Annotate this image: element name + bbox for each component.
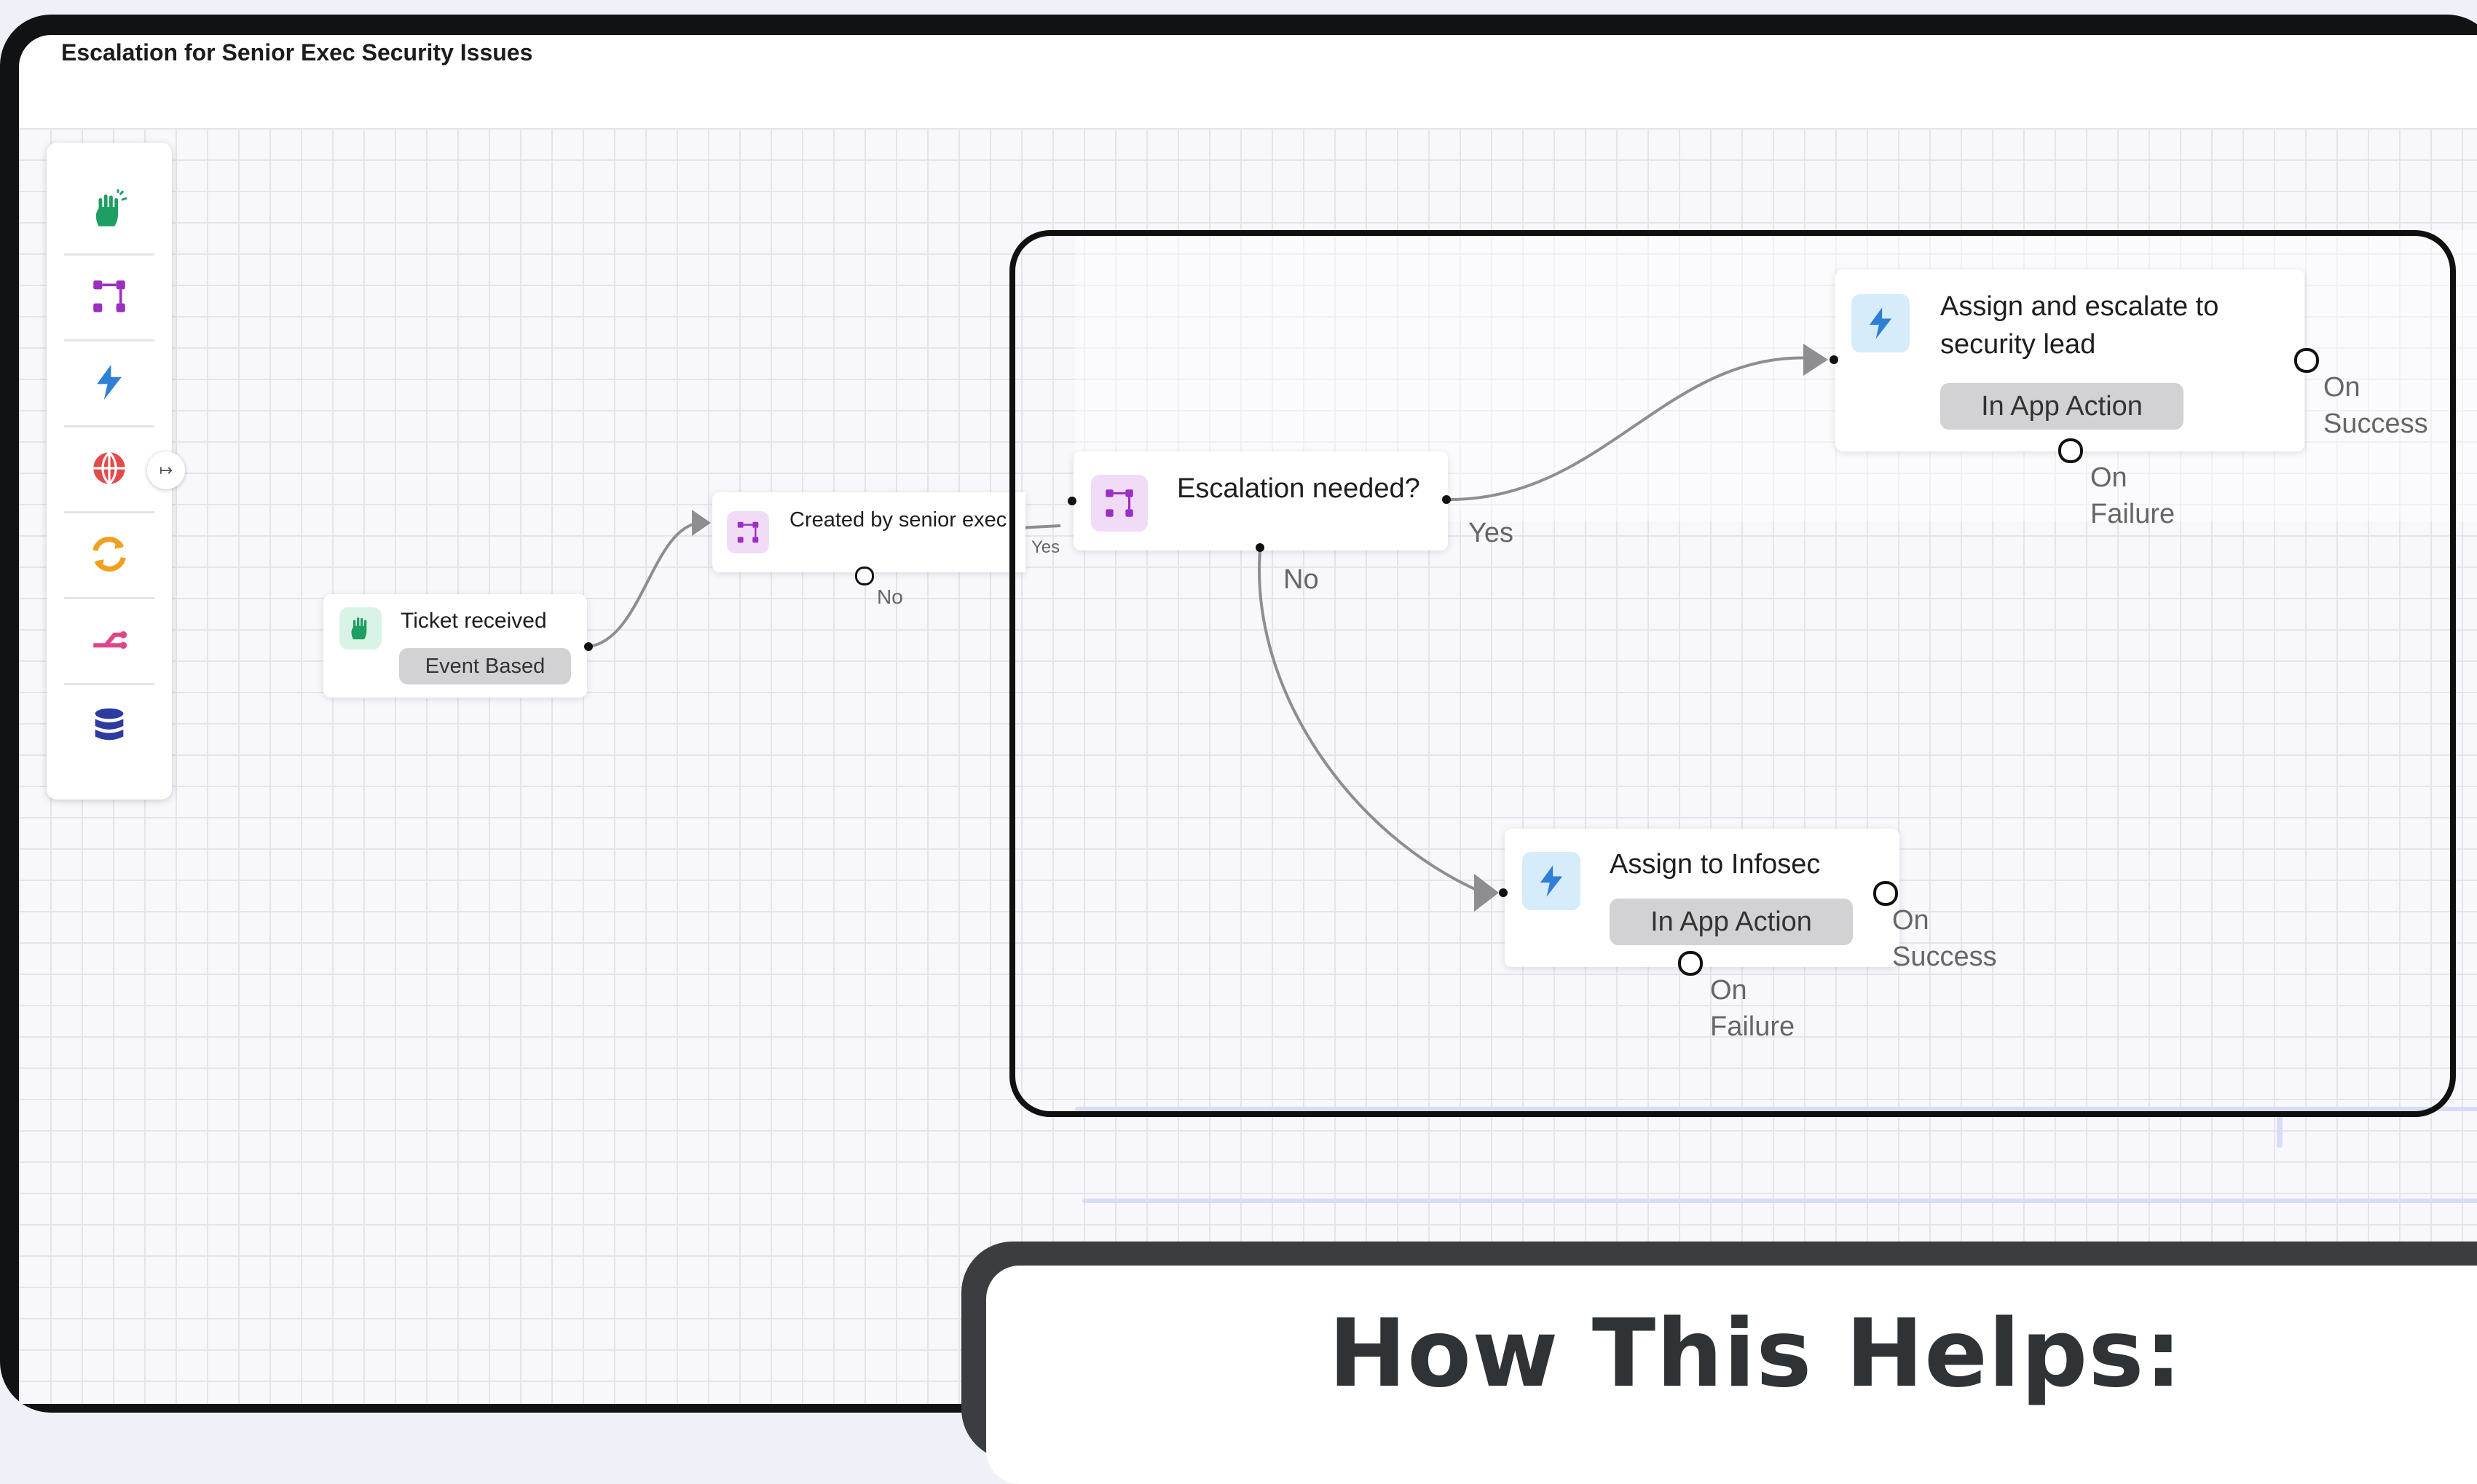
node-type-badge: In App Action bbox=[1940, 383, 2183, 430]
sync-icon bbox=[92, 537, 126, 572]
palette-action[interactable] bbox=[47, 339, 172, 425]
node-title: Created by senior exec bbox=[789, 508, 1007, 532]
palette-condition[interactable] bbox=[47, 253, 172, 339]
success-port[interactable] bbox=[1873, 881, 1898, 906]
database-icon bbox=[95, 708, 124, 741]
palette-database[interactable] bbox=[47, 683, 172, 769]
no-port[interactable] bbox=[855, 567, 874, 585]
arrowhead bbox=[1803, 344, 1828, 376]
edge-escalation-no bbox=[1258, 550, 1484, 894]
palette-trigger[interactable] bbox=[47, 167, 172, 253]
trigger-node-icon-box bbox=[339, 607, 382, 650]
condition-node-senior-exec[interactable]: Created by senior exec bbox=[712, 492, 1025, 572]
input-port[interactable] bbox=[1068, 497, 1076, 505]
on-success-label-2: Success bbox=[1892, 942, 1997, 972]
panel-edge bbox=[1082, 1199, 2477, 1203]
input-port[interactable] bbox=[1499, 888, 1508, 897]
condition-node-icon-box bbox=[1091, 475, 1148, 532]
action-node-infosec[interactable]: Assign to Infosec In App Action bbox=[1505, 829, 1899, 967]
app-screen: Escalation for Senior Exec Security Issu… bbox=[19, 35, 2477, 1404]
branch-condition-icon bbox=[737, 521, 759, 543]
palette-route[interactable] bbox=[47, 597, 172, 683]
action-node-icon-box bbox=[1851, 294, 1910, 352]
collapse-palette-button[interactable]: ↦ bbox=[147, 451, 185, 489]
connector-layer bbox=[588, 344, 1828, 912]
panel-edge bbox=[1075, 1107, 2477, 1111]
workflow-title: Escalation for Senior Exec Security Issu… bbox=[61, 39, 533, 66]
node-title: Ticket received bbox=[401, 609, 547, 633]
on-success-label-1: On bbox=[2323, 372, 2360, 403]
arrowhead bbox=[1474, 874, 1499, 912]
action-node-escalate-lead[interactable]: Assign and escalate to security lead In … bbox=[1835, 269, 2304, 451]
split-route-icon bbox=[93, 631, 127, 650]
node-title: Escalation needed? bbox=[1177, 473, 1420, 504]
branch-yes-label: Yes bbox=[1468, 518, 1513, 548]
branch-condition-icon bbox=[93, 280, 125, 312]
node-type-badge: In App Action bbox=[1610, 899, 1853, 945]
branch-condition-icon bbox=[1106, 489, 1133, 517]
node-title: Assign to Infosec bbox=[1610, 849, 1821, 880]
input-port[interactable] bbox=[1830, 355, 1838, 364]
edge-ticket-to-created bbox=[588, 517, 709, 648]
no-port[interactable] bbox=[1256, 543, 1264, 552]
palette-web[interactable] bbox=[47, 425, 172, 511]
lightning-action-icon bbox=[97, 364, 122, 400]
info-panel-headline: How This Helps: bbox=[1328, 1300, 2183, 1408]
on-failure-label-2: Failure bbox=[2090, 499, 2175, 529]
failure-port[interactable] bbox=[2058, 438, 2083, 463]
success-port[interactable] bbox=[2294, 348, 2319, 373]
output-port[interactable] bbox=[584, 642, 593, 651]
node-title-line-1: Assign and escalate to bbox=[1940, 291, 2219, 322]
lightning-action-icon bbox=[1540, 865, 1563, 897]
hand-trigger-icon bbox=[95, 189, 127, 226]
focus-highlight-box bbox=[1009, 230, 2456, 1117]
hand-trigger-icon bbox=[351, 617, 367, 639]
on-failure-label-2: Failure bbox=[1710, 1011, 1795, 1042]
on-success-label-1: On bbox=[1892, 905, 1929, 936]
edge-escalation-yes bbox=[1446, 356, 1819, 502]
branch-yes-label: Yes bbox=[1031, 537, 1060, 557]
condition-node-escalation[interactable]: Escalation needed? bbox=[1074, 451, 1448, 550]
branch-no-label: No bbox=[877, 585, 903, 608]
on-failure-label-1: On bbox=[2090, 462, 2127, 493]
palette-sync[interactable] bbox=[47, 511, 172, 597]
trigger-node[interactable]: Ticket received Event Based bbox=[323, 594, 587, 698]
globe-icon bbox=[93, 451, 125, 485]
arrowhead bbox=[692, 510, 711, 536]
node-title-line-2: security lead bbox=[1940, 329, 2096, 360]
lightning-action-icon bbox=[1869, 307, 1892, 339]
yes-port[interactable] bbox=[1442, 495, 1451, 504]
branch-no-label: No bbox=[1283, 564, 1319, 595]
expand-arrow-icon: ↦ bbox=[159, 461, 173, 480]
on-success-label-2: Success bbox=[2323, 409, 2428, 439]
failure-port[interactable] bbox=[1678, 951, 1703, 976]
node-type-badge: Event Based bbox=[399, 648, 571, 684]
on-failure-label-1: On bbox=[1710, 975, 1747, 1006]
panel-edge bbox=[2277, 1107, 2283, 1148]
action-node-icon-box bbox=[1522, 852, 1580, 910]
condition-node-icon-box bbox=[727, 511, 769, 553]
